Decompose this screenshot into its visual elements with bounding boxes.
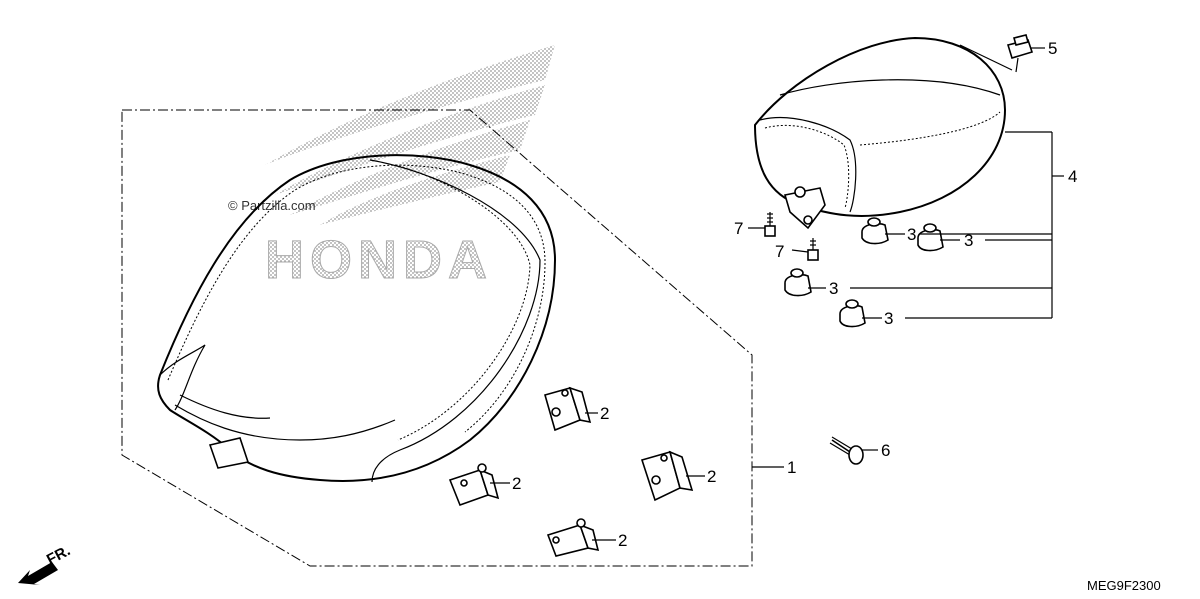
screw-7a: [764, 212, 776, 237]
callout-3a: 3: [907, 225, 916, 244]
main-seat: [157, 154, 557, 483]
callout-3b: 3: [964, 231, 973, 250]
bolt-6: [829, 436, 864, 465]
callout-1: 1: [787, 458, 796, 477]
callout-2a: 2: [600, 404, 609, 423]
leader-lines: [490, 47, 1064, 541]
rubber-block-2b: [448, 463, 500, 507]
screw-7b: [807, 238, 819, 261]
callout-2c: 2: [707, 467, 716, 486]
callout-6: 6: [881, 441, 890, 460]
diagram-code: MEG9F2300: [1087, 578, 1161, 593]
cushion-3b: [917, 223, 944, 252]
callout-7a: 7: [734, 219, 743, 238]
callout-4: 4: [1068, 167, 1077, 186]
pillion-seat: [753, 36, 1007, 230]
front-direction-arrow: FR.: [18, 542, 73, 585]
callout-5: 5: [1048, 39, 1057, 58]
callout-labels: 2 2 2 2 1 3 3 3 3 4 5 6 7 7: [512, 39, 1077, 550]
honda-wing-logo: [265, 45, 555, 225]
rubber-block-2a: [544, 386, 592, 432]
callout-2b: 2: [512, 474, 521, 493]
honda-watermark-brand: HONDA: [265, 230, 493, 290]
cushion-3d: [839, 299, 866, 328]
rubber-block-2c: [640, 450, 694, 502]
callout-3c: 3: [829, 279, 838, 298]
cushion-3a: [861, 217, 889, 245]
rubber-block-2d: [546, 518, 600, 557]
copyright-watermark: © Partzilla.com: [228, 198, 316, 213]
callout-2d: 2: [618, 531, 627, 550]
bolt-5: [1006, 34, 1034, 73]
callout-3d: 3: [884, 309, 893, 328]
cushion-3c: [784, 268, 812, 297]
assembly-boundary: [121, 109, 753, 567]
callout-7b: 7: [775, 242, 784, 261]
